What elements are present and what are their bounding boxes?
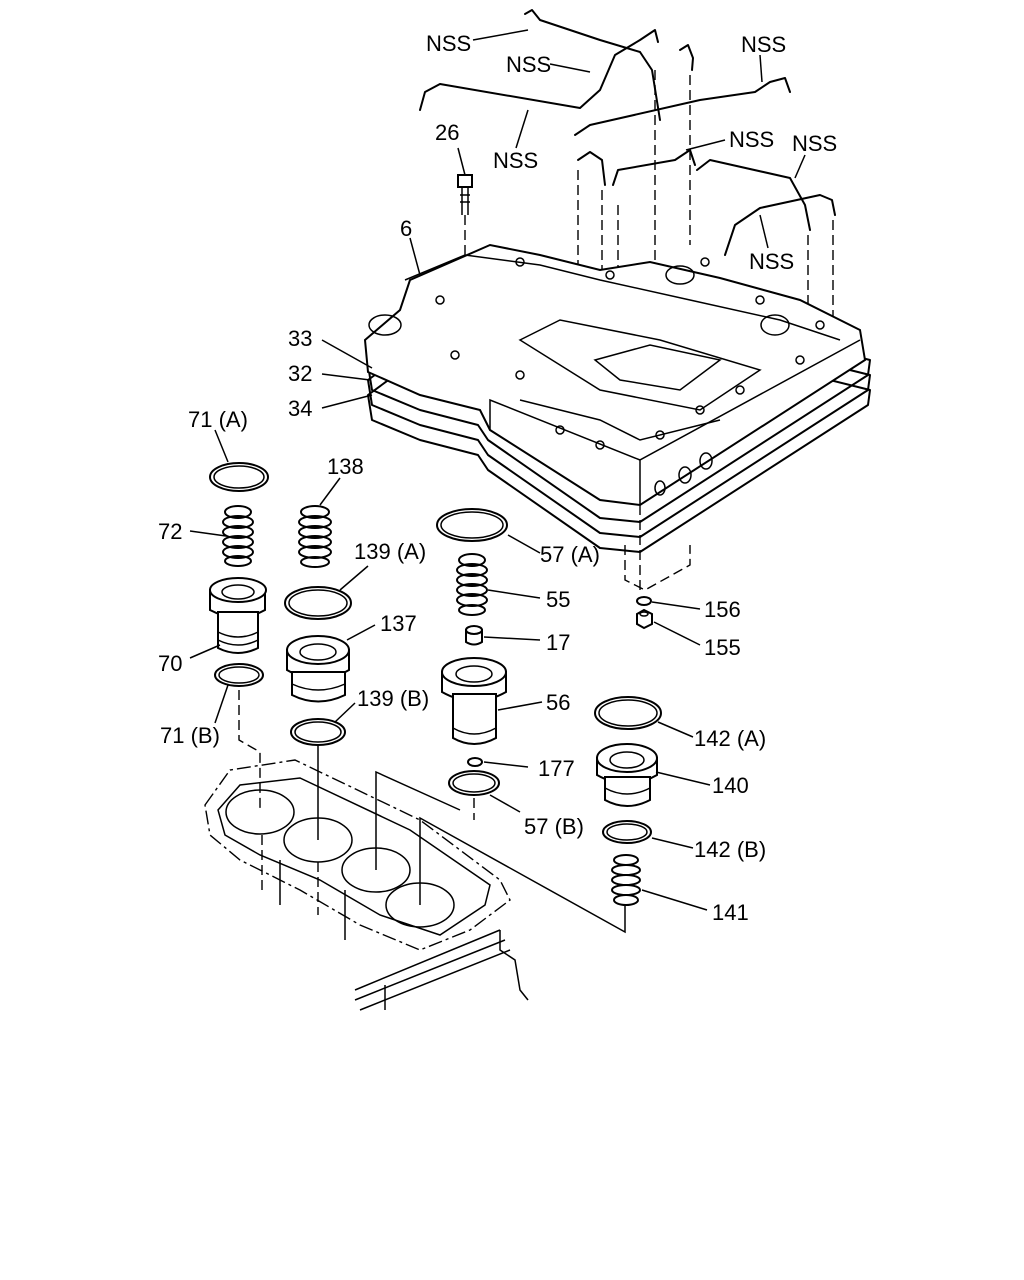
label-nss-2: NSS: [506, 52, 551, 77]
bolt-26: [457, 174, 473, 215]
label-17: 17: [546, 630, 570, 655]
label-177: 177: [538, 756, 575, 781]
label-32: 32: [288, 361, 312, 386]
nss-pipe-6: [696, 159, 811, 231]
label-nss-3: NSS: [493, 148, 538, 173]
accumulator-piston-140: [596, 743, 658, 807]
label-34: 34: [288, 396, 312, 421]
spring-138: [298, 505, 332, 568]
valve-body-6: [363, 243, 867, 507]
part-labels: NSS NSS NSS NSS NSS NSS NSS 26 6 33 32 3…: [158, 31, 837, 925]
label-nss-5: NSS: [729, 127, 774, 152]
label-55: 55: [546, 587, 570, 612]
o-ring-142a: [594, 696, 662, 730]
accumulator-piston-137: [286, 635, 350, 703]
snap-ring-177: [467, 757, 483, 767]
label-141: 141: [712, 900, 749, 925]
nss-pipe-5: [612, 149, 696, 186]
o-ring-71b: [214, 663, 264, 687]
label-72: 72: [158, 519, 182, 544]
label-139b: 139 (B): [357, 686, 429, 711]
label-nss-6: NSS: [792, 131, 837, 156]
nss-pipe-4: [577, 151, 606, 186]
nss-pipe-1: [419, 29, 659, 111]
label-156: 156: [704, 597, 741, 622]
label-70: 70: [158, 651, 182, 676]
accumulator-piston-70: [209, 577, 267, 654]
label-140: 140: [712, 773, 749, 798]
pin-17: [465, 625, 483, 646]
assembly-guide-lines: [238, 690, 626, 934]
label-33: 33: [288, 326, 312, 351]
label-142b: 142 (B): [694, 837, 766, 862]
label-nss-7: NSS: [749, 249, 794, 274]
label-142a: 142 (A): [694, 726, 766, 751]
o-ring-142b: [602, 820, 652, 844]
spring-55: [456, 553, 488, 616]
label-155: 155: [704, 635, 741, 660]
label-57b: 57 (B): [524, 814, 584, 839]
nss-pipes: [419, 9, 836, 256]
label-57a: 57 (A): [540, 542, 600, 567]
o-ring-57a: [436, 508, 508, 542]
label-137: 137: [380, 611, 417, 636]
label-71a: 71 (A): [188, 407, 248, 432]
washer-156: [636, 596, 652, 606]
label-nss-4: NSS: [741, 32, 786, 57]
label-139a: 139 (A): [354, 539, 426, 564]
label-26: 26: [435, 120, 459, 145]
o-ring-71a: [209, 462, 269, 492]
label-nss-1: NSS: [426, 31, 471, 56]
nss-pipe-3: [574, 77, 791, 136]
spring-72: [222, 505, 254, 567]
spring-141: [611, 854, 641, 906]
transmission-case: [204, 759, 529, 1011]
label-56: 56: [546, 690, 570, 715]
label-138: 138: [327, 454, 364, 479]
o-ring-139b: [290, 718, 346, 746]
label-6: 6: [400, 216, 412, 241]
nss-pipe-2: [524, 9, 661, 121]
nss-pipe-8: [679, 44, 694, 71]
valve-body-assembly: [363, 243, 871, 553]
accumulator-piston-56: [441, 657, 507, 745]
nss-pipe-7: [724, 194, 836, 256]
o-ring-139a: [284, 586, 352, 620]
nut-155: [636, 608, 653, 630]
label-71b: 71 (B): [160, 723, 220, 748]
leader-lines: [189, 29, 806, 911]
o-ring-57b: [448, 770, 500, 796]
